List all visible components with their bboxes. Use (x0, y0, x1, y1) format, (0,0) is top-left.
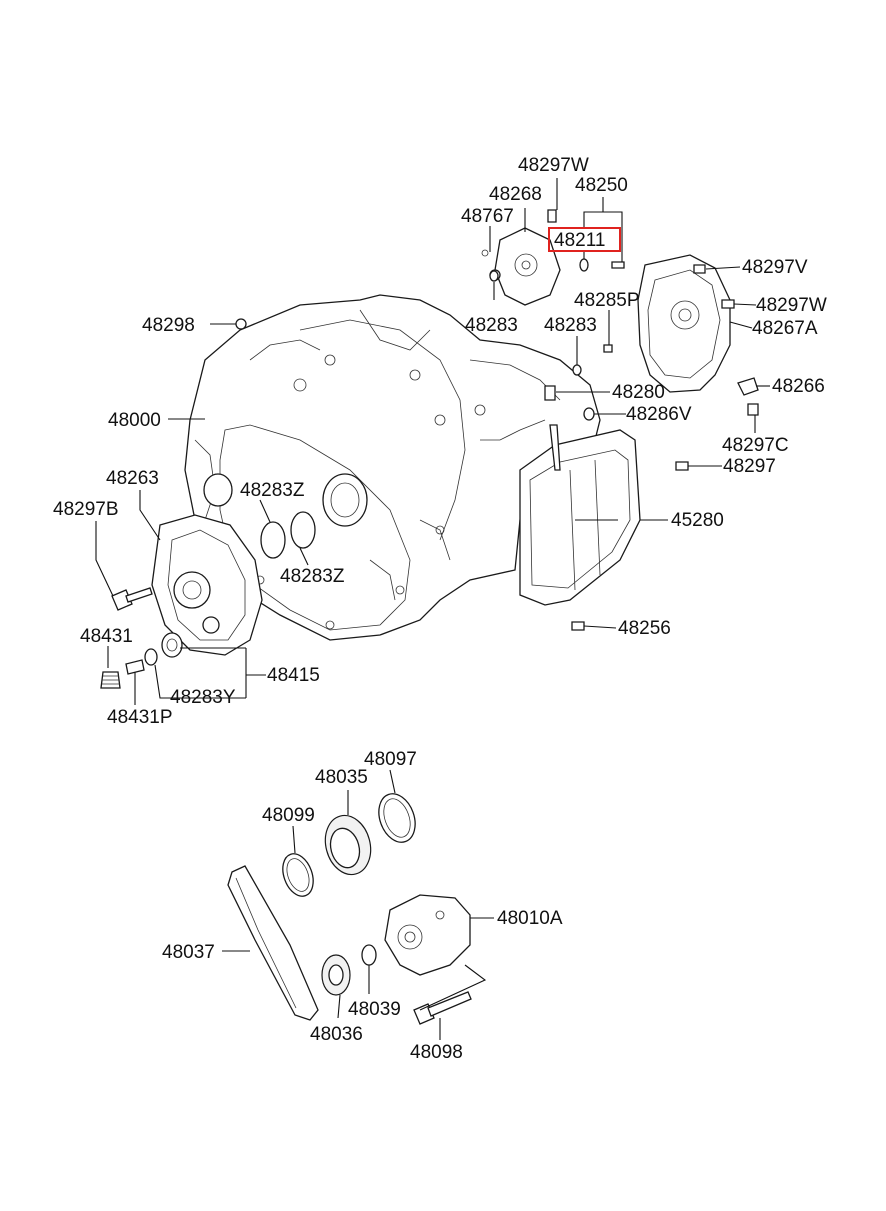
label-48285P[interactable]: 48285P (574, 290, 640, 311)
oil-pan-45280 (519, 424, 641, 606)
label-48035[interactable]: 48035 (315, 767, 368, 788)
pump-assembly (227, 793, 472, 1025)
label-48036[interactable]: 48036 (310, 1024, 363, 1045)
small-parts (100, 209, 759, 689)
label-48297C[interactable]: 48297C (722, 435, 789, 456)
label-48415[interactable]: 48415 (267, 665, 320, 686)
label-48250[interactable]: 48250 (575, 175, 628, 196)
leader-lines (95, 178, 770, 1040)
label-48268[interactable]: 48268 (489, 184, 542, 205)
label-48211[interactable]: 48211 (554, 230, 605, 251)
cover-48267A (637, 254, 731, 393)
label-48097[interactable]: 48097 (364, 749, 417, 770)
label-48297W-top[interactable]: 48297W (518, 155, 589, 176)
label-45280[interactable]: 45280 (671, 510, 724, 531)
label-48283-b[interactable]: 48283 (544, 315, 597, 336)
part-labels: 48297W 48250 48268 48767 48211 48297V 48… (53, 155, 827, 1063)
label-48431[interactable]: 48431 (80, 626, 133, 647)
label-48283-a[interactable]: 48283 (465, 315, 518, 336)
label-48297B[interactable]: 48297B (53, 499, 119, 520)
label-48000[interactable]: 48000 (108, 410, 161, 431)
label-48037[interactable]: 48037 (162, 942, 215, 963)
label-48266[interactable]: 48266 (772, 376, 825, 397)
label-48286V[interactable]: 48286V (626, 404, 692, 425)
label-48099[interactable]: 48099 (262, 805, 315, 826)
label-48297V[interactable]: 48297V (742, 257, 808, 278)
label-48297[interactable]: 48297 (723, 456, 776, 477)
label-48280[interactable]: 48280 (612, 382, 665, 403)
transmission-case-48000 (184, 294, 601, 641)
label-48267A[interactable]: 48267A (752, 318, 818, 339)
label-48283Y[interactable]: 48283Y (170, 687, 236, 708)
highlight-box (548, 227, 621, 252)
label-48098[interactable]: 48098 (410, 1042, 463, 1063)
label-48298[interactable]: 48298 (142, 315, 195, 336)
label-48263[interactable]: 48263 (106, 468, 159, 489)
label-48039[interactable]: 48039 (348, 999, 401, 1020)
label-48297W-right[interactable]: 48297W (756, 295, 827, 316)
label-48010A[interactable]: 48010A (497, 908, 563, 929)
cover-48263 (151, 514, 263, 656)
label-48767[interactable]: 48767 (461, 206, 514, 227)
label-48256[interactable]: 48256 (618, 618, 671, 639)
label-48283Z-a[interactable]: 48283Z (240, 480, 305, 501)
label-48283Z-b[interactable]: 48283Z (280, 566, 345, 587)
label-48431P[interactable]: 48431P (107, 707, 173, 728)
